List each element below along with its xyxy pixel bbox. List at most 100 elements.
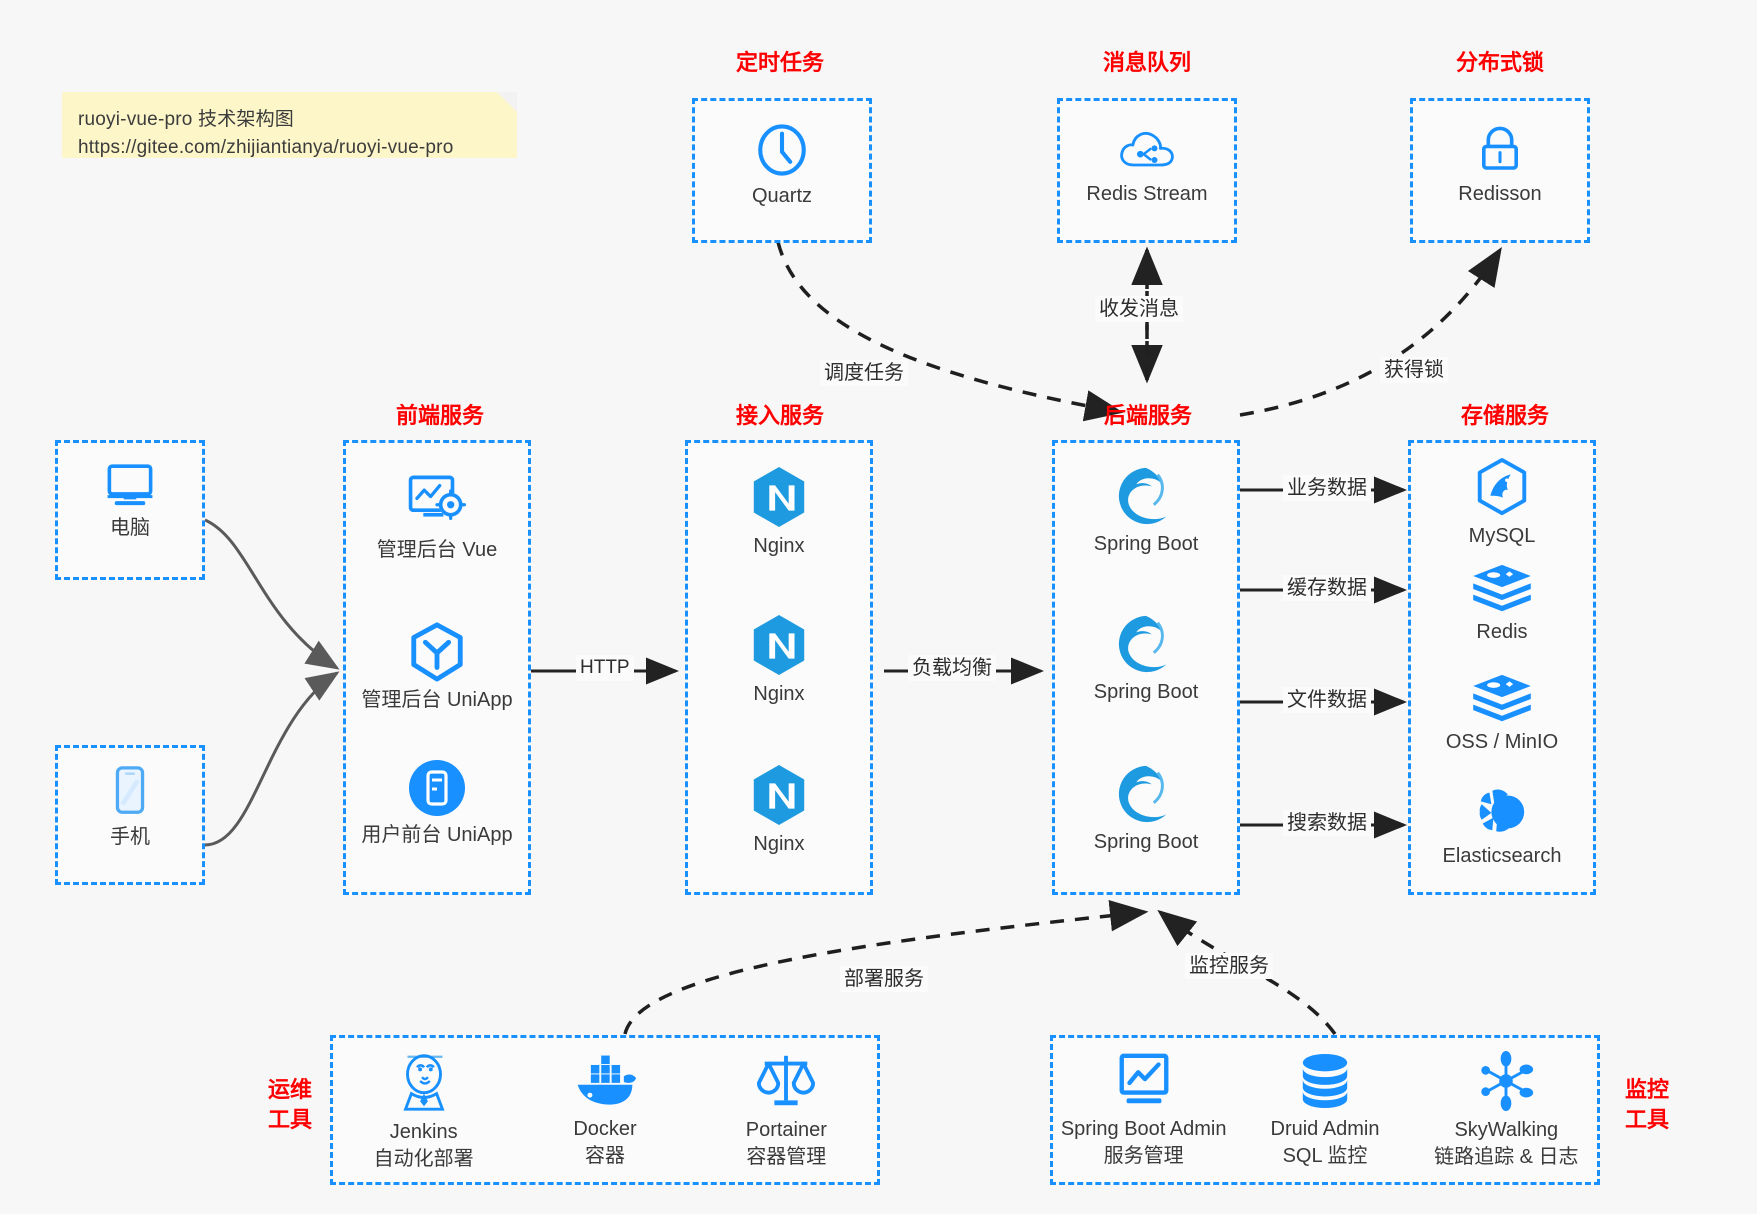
node-label: Docker xyxy=(573,1117,637,1140)
mysql-icon xyxy=(1477,457,1527,516)
edge-label-message: 收发消息 xyxy=(1095,296,1183,322)
node-user-uniapp[interactable]: 用户前台 UniApp xyxy=(346,758,528,848)
note-line-1: ruoyi-vue-pro 技术架构图 xyxy=(78,109,295,130)
skywalking-icon xyxy=(1481,1050,1534,1111)
group-backend: Spring Boot Spring Boot Spring Boot xyxy=(1052,440,1240,895)
group-frontend: 管理后台 Vue 管理后台 UniApp 用户前台 UniApp xyxy=(343,440,531,895)
node-docker[interactable]: Docker 容器 xyxy=(514,1051,695,1170)
node-quartz[interactable]: Quartz xyxy=(695,121,869,209)
node-elasticsearch[interactable]: Elasticsearch xyxy=(1411,783,1593,869)
group-title-monitor-line2: 工具 xyxy=(1624,1107,1669,1132)
lock-icon xyxy=(1482,126,1518,170)
clock-icon xyxy=(758,124,806,176)
nginx-icon xyxy=(753,614,805,676)
node-label: SkyWalking xyxy=(1454,1118,1559,1141)
node-spring-boot-2[interactable]: Spring Boot xyxy=(1055,613,1237,705)
node-label: Spring Boot xyxy=(1093,831,1199,853)
group-title-gateway: 接入服务 xyxy=(735,403,824,428)
edge-label-http: HTTP xyxy=(576,655,634,681)
node-nginx-3[interactable]: Nginx xyxy=(688,763,870,857)
node-sublabel: 容器管理 xyxy=(746,1145,827,1168)
diagram-note: ruoyi-vue-pro 技术架构图 https://gitee.com/zh… xyxy=(62,92,517,158)
node-spring-boot-admin[interactable]: Spring Boot Admin 服务管理 xyxy=(1053,1051,1234,1170)
node-label: 手机 xyxy=(110,826,150,848)
node-mysql[interactable]: MySQL xyxy=(1411,457,1593,549)
group-title-monitor: 监控 工具 xyxy=(1612,1075,1682,1135)
group-monitor: Spring Boot Admin 服务管理 Druid Admin SQL 监… xyxy=(1050,1035,1600,1185)
dashboard-vue-icon xyxy=(408,475,466,521)
spring-boot-icon xyxy=(1118,615,1167,673)
node-label: Druid Admin xyxy=(1270,1117,1380,1140)
node-sublabel: 容器 xyxy=(584,1144,625,1167)
group-title-monitor-line1: 监控 xyxy=(1624,1077,1669,1102)
group-title-devops: 运维 工具 xyxy=(255,1075,325,1135)
node-skywalking[interactable]: SkyWalking 链路追踪 & 日志 xyxy=(1416,1050,1597,1171)
node-label: Nginx xyxy=(753,683,805,705)
node-spring-boot-1[interactable]: Spring Boot xyxy=(1055,465,1237,557)
edge-label-loadbalance: 负载均衡 xyxy=(908,655,996,681)
group-client-pc: 电脑 xyxy=(55,440,205,580)
redis-icon xyxy=(1473,564,1531,612)
group-title-frontend: 前端服务 xyxy=(395,403,484,428)
node-label: Portainer xyxy=(745,1118,827,1141)
group-mq: Redis Stream xyxy=(1057,98,1237,243)
node-label: 用户前台 UniApp xyxy=(361,824,513,846)
monitor-chart-icon xyxy=(1119,1053,1169,1103)
node-redisson[interactable]: Redisson xyxy=(1413,123,1587,207)
note-line-2: https://gitee.com/zhijiantianya/ruoyi-vu… xyxy=(78,137,454,158)
node-label: Nginx xyxy=(753,535,805,557)
node-nginx-1[interactable]: Nginx xyxy=(688,465,870,559)
node-sublabel: 服务管理 xyxy=(1103,1144,1184,1167)
group-devops: Jenkins 自动化部署 Docker 容器 xyxy=(330,1035,880,1185)
node-label: Spring Boot Admin xyxy=(1060,1117,1227,1140)
node-jenkins[interactable]: Jenkins 自动化部署 xyxy=(333,1048,514,1173)
node-label: Spring Boot xyxy=(1093,681,1199,703)
node-admin-uniapp[interactable]: 管理后台 UniApp xyxy=(346,621,528,713)
edge-label-monitor: 监控服务 xyxy=(1185,953,1273,979)
node-label: Quartz xyxy=(751,185,813,207)
node-label: Spring Boot xyxy=(1093,533,1199,555)
node-label: 管理后台 Vue xyxy=(376,539,498,561)
elasticsearch-icon xyxy=(1479,789,1525,832)
group-title-lock: 分布式锁 xyxy=(1455,50,1544,75)
uniapp-cube-icon xyxy=(411,622,463,682)
node-phone[interactable]: 手机 xyxy=(58,764,202,850)
node-portainer[interactable]: Portainer 容器管理 xyxy=(696,1050,877,1171)
group-lock: Redisson xyxy=(1410,98,1590,243)
oss-minio-icon xyxy=(1473,674,1531,722)
edge-label-filedata: 文件数据 xyxy=(1283,687,1371,713)
jenkins-icon xyxy=(403,1053,445,1111)
node-label: 管理后台 UniApp xyxy=(361,689,513,711)
node-admin-vue[interactable]: 管理后台 Vue xyxy=(346,471,528,563)
phone-icon xyxy=(115,766,145,814)
edge-label-cachedata: 缓存数据 xyxy=(1283,575,1371,601)
node-label: MySQL xyxy=(1468,525,1536,547)
nginx-icon xyxy=(753,764,805,826)
edge-label-deploy: 部署服务 xyxy=(840,966,928,992)
node-label: Elasticsearch xyxy=(1442,845,1562,867)
node-sublabel: 链路追踪 & 日志 xyxy=(1434,1145,1579,1168)
node-redis-stream[interactable]: Redis Stream xyxy=(1060,123,1234,207)
node-nginx-2[interactable]: Nginx xyxy=(688,613,870,707)
node-druid-admin[interactable]: Druid Admin SQL 监控 xyxy=(1234,1051,1415,1170)
group-title-mq: 消息队列 xyxy=(1102,50,1191,75)
node-label: OSS / MinIO xyxy=(1445,731,1559,753)
node-label: Nginx xyxy=(753,833,805,855)
node-sublabel: SQL 监控 xyxy=(1282,1144,1368,1167)
node-label: 电脑 xyxy=(110,517,150,539)
node-spring-boot-3[interactable]: Spring Boot xyxy=(1055,763,1237,855)
mobile-app-icon xyxy=(409,760,465,816)
database-icon xyxy=(1302,1053,1348,1108)
node-oss-minio[interactable]: OSS / MinIO xyxy=(1411,673,1593,755)
node-label: Redis Stream xyxy=(1086,183,1208,205)
node-redis[interactable]: Redis xyxy=(1411,563,1593,645)
cloud-stream-icon xyxy=(1120,131,1174,167)
node-label: Redis xyxy=(1476,621,1528,643)
spring-boot-icon xyxy=(1118,765,1167,823)
docker-icon xyxy=(577,1055,637,1105)
node-desktop[interactable]: 电脑 xyxy=(58,459,202,541)
spring-boot-icon xyxy=(1118,467,1167,525)
group-title-scheduler: 定时任务 xyxy=(735,50,824,75)
edge-label-searchdata: 搜索数据 xyxy=(1283,810,1371,836)
group-client-mobile: 手机 xyxy=(55,745,205,885)
